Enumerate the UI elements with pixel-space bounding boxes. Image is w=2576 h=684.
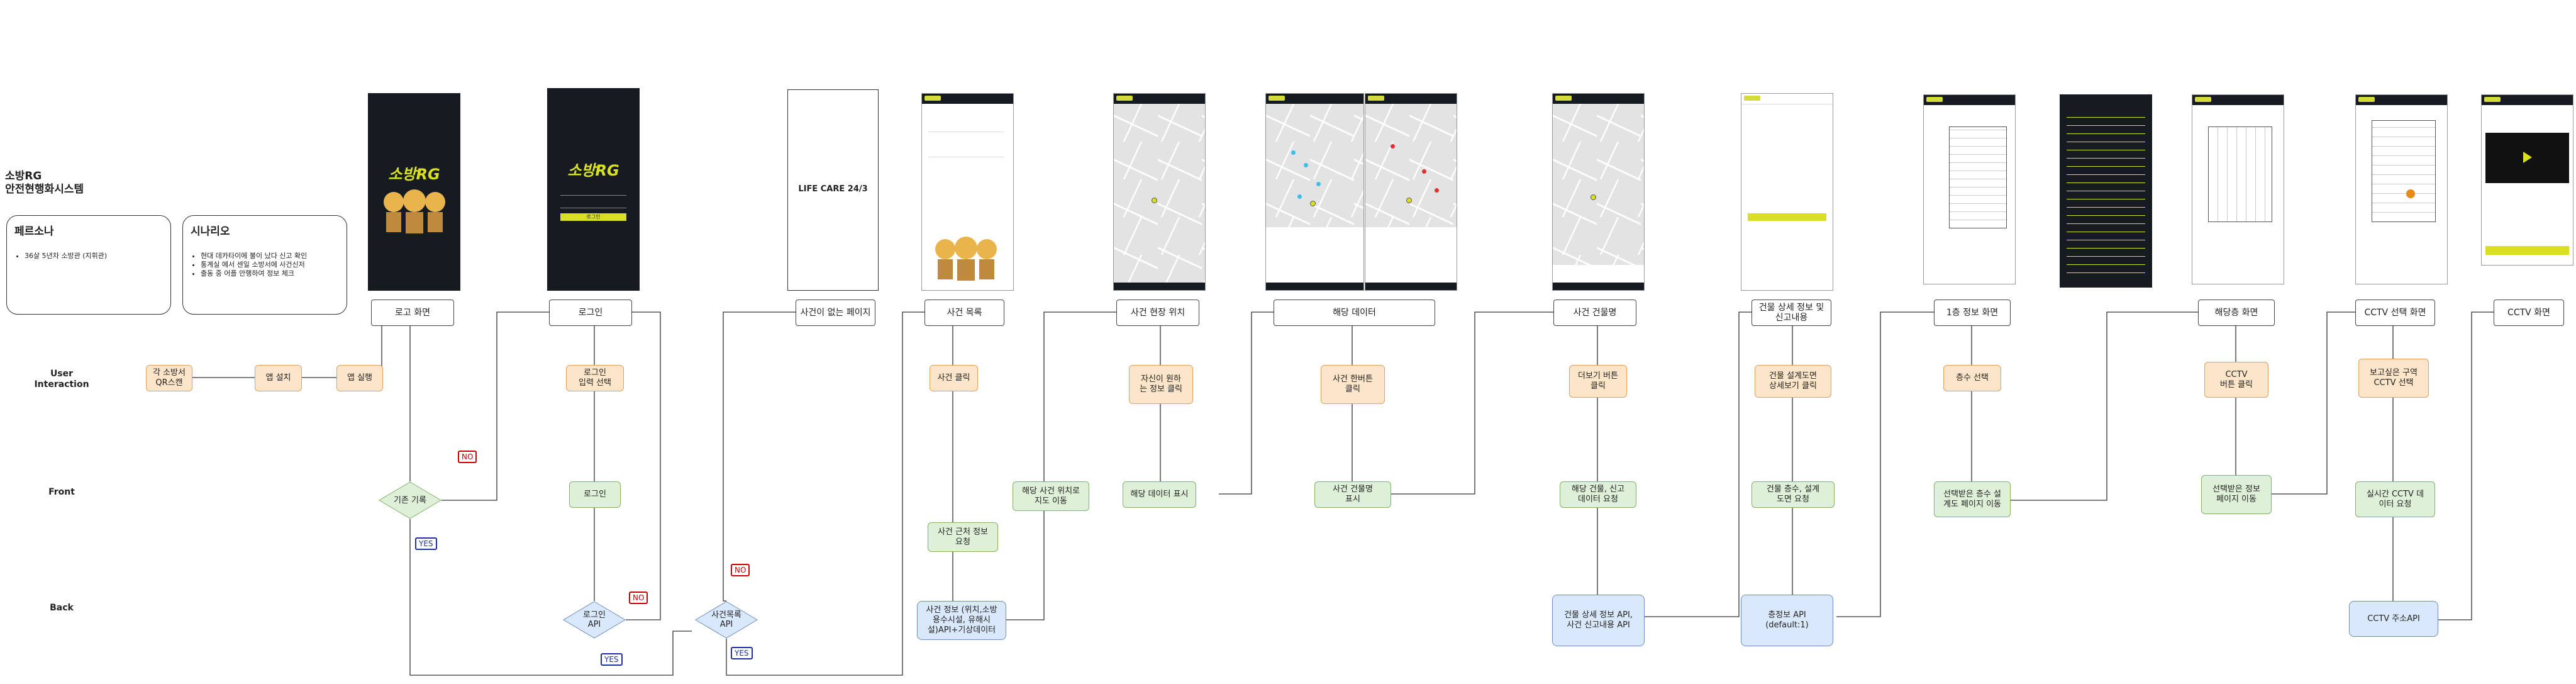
decision-incident-api-label: 사건목록 API [711,610,741,629]
floor-plan-drawing [1949,126,2007,228]
lane-back: Back [50,603,74,613]
back-floor-info-api: 층정보 API (default:1) [1741,595,1833,646]
persona-panel: 페르소나 36살 5년차 소방관 (지휘관) [6,215,171,315]
header-data: 해당 데이터 [1274,300,1435,326]
flag-no: NO [629,591,648,604]
back-building-detail-api: 건물 상세 정보 API, 사건 신고내용 API [1552,595,1645,646]
decision-login-api-label: 로그인 API [583,610,606,629]
login-submit-button: 로그인 [560,213,626,221]
header-login: 로그인 [549,300,632,326]
app-logo: 소방RG [567,162,619,179]
front-cctv-data-request: 실시간 CCTV 데 이터 요청 [2355,481,2435,517]
header-no-incident: 사건이 없는 페이지 [796,300,875,326]
flag-no: NO [458,451,477,463]
app-logo: 소방RG [388,165,440,183]
scenario-heading: 시나리오 [191,225,230,238]
user-incident-number-click: 사건 한버튼 클릭 [1321,365,1385,404]
building-name-screen-mockup [1552,93,1645,291]
cctv-screen-mockup [2481,94,2573,266]
flag-yes: YES [415,537,437,550]
header-cctv-select: CCTV 선택 화면 [2355,300,2435,326]
title-line-1: 소방RG [5,170,42,182]
front-floor-plan-request: 건물 층수, 설계 도면 요청 [1752,481,1835,508]
title-line-2: 안전현행화시스템 [5,183,84,196]
header-incident-list: 사건 목록 [924,300,1004,326]
data-map-screen-mockup-b [1365,93,1457,291]
cctv-video-area [2485,133,2569,183]
user-qr-scan: 각 소방서 QR스캔 [146,365,192,391]
header-first-floor: 1층 정보 화면 [1934,300,2011,326]
user-more-click: 더보기 버튼 클릭 [1569,365,1627,398]
user-login-select: 로그인 입력 선택 [566,365,624,391]
front-data-display: 해당 데이터 표시 [1123,481,1196,508]
back-cctv-address-api: CCTV 주소API [2349,601,2438,637]
lane-user-interaction: User Interaction [34,369,89,390]
user-cctv-button-click: CCTV 버튼 클릭 [2204,362,2268,398]
building-detail-screen-mockup [1741,93,1833,291]
floor-plan-drawing [2208,126,2272,222]
header-building-name: 사건 건물명 [1553,300,1636,326]
front-login: 로그인 [569,481,621,508]
location-map-screen-mockup [1113,93,1206,291]
user-install-app: 앱 설치 [255,365,302,391]
front-building-name-display: 사건 건물명 표시 [1314,481,1391,508]
lifecare-label: LIFE CARE 24/3 [798,184,868,194]
header-cctv: CCTV 화면 [2494,300,2564,326]
persona-item: 36살 5년차 소방관 (지휘관) [25,252,170,261]
user-incident-click: 사건 클릭 [930,365,978,391]
scenario-item: 출동 중 어플 안행하여 정보 체크 [201,269,347,278]
user-info-click: 자신이 원하 는 정보 클릭 [1129,365,1193,404]
decision-existing-record: 기존 기록 [379,481,441,519]
header-building-detail: 건물 상세 정보 및 신고내용 [1752,300,1831,326]
front-info-page-move: 선택받은 정보 페이지 이동 [2201,475,2272,514]
header-incident-location: 사건 현장 위치 [1116,300,1199,326]
cctv-select-screen-mockup [2355,94,2448,284]
no-incident-screen-mockup: LIFE CARE 24/3 [787,89,879,291]
login-password-field [560,202,626,208]
logo-screen-mockup: 소방RG [368,93,460,291]
firefighters-illustration [384,189,445,233]
user-floor-select: 층수 선택 [1943,365,2001,391]
back-incident-info-api: 사건 정보 (위치,소방 용수시설, 유해시 설)API+기상데이터 [917,601,1006,640]
scenario-panel: 시나리오 현대 데카타이에 불이 났다 신고 확인 통계실 에서 센일 소방서에… [182,215,347,315]
user-run-app: 앱 실행 [336,365,383,391]
firefighters-illustration [935,237,997,281]
scenario-item: 현대 데카타이에 불이 났다 신고 확인 [201,252,347,261]
diagram-title: 소방RG 안전현행화시스템 [5,170,84,196]
flag-no: NO [731,564,750,576]
decision-existing-record-label: 기존 기록 [394,495,426,505]
header-logo-screen: 로고 화면 [371,300,454,326]
floor-plan-drawing [2372,120,2436,222]
persona-heading: 페르소나 [14,225,54,238]
first-floor-screen-mockup [1923,94,2016,284]
decision-login-api: 로그인 API [563,601,626,639]
floor-list-screen-mockup [2060,94,2152,288]
front-incident-info-request: 사건 근처 정보 요청 [928,522,998,552]
front-floor-page-move: 선택받은 층수 설 계도 페이지 이동 [1934,481,2011,517]
scenario-item: 통계실 에서 센일 소방서에 사건신저 [201,261,347,269]
user-building-plan-click: 건물 설계도면 상세보기 클릭 [1755,365,1831,398]
play-icon [2523,152,2532,163]
login-screen-mockup: 소방RG 로그인 [547,88,640,291]
data-map-screen-mockup-a [1265,93,1364,291]
front-goto-map: 해당 사건 위치로 지도 이동 [1013,481,1089,511]
lane-front: Front [48,487,75,497]
user-cctv-select: 보고싶은 구역 CCTV 선택 [2358,359,2429,398]
flag-yes: YES [601,653,623,666]
login-id-field [560,189,626,196]
selected-floor-screen-mockup [2192,94,2284,284]
decision-incident-api: 사건목록 API [695,601,758,639]
header-floor-screen: 해당층 화면 [2198,300,2275,326]
flag-yes: YES [731,647,753,659]
front-building-report-request: 해당 건물, 신고 데이터 요청 [1560,481,1636,508]
incident-list-screen-mockup [921,93,1014,291]
